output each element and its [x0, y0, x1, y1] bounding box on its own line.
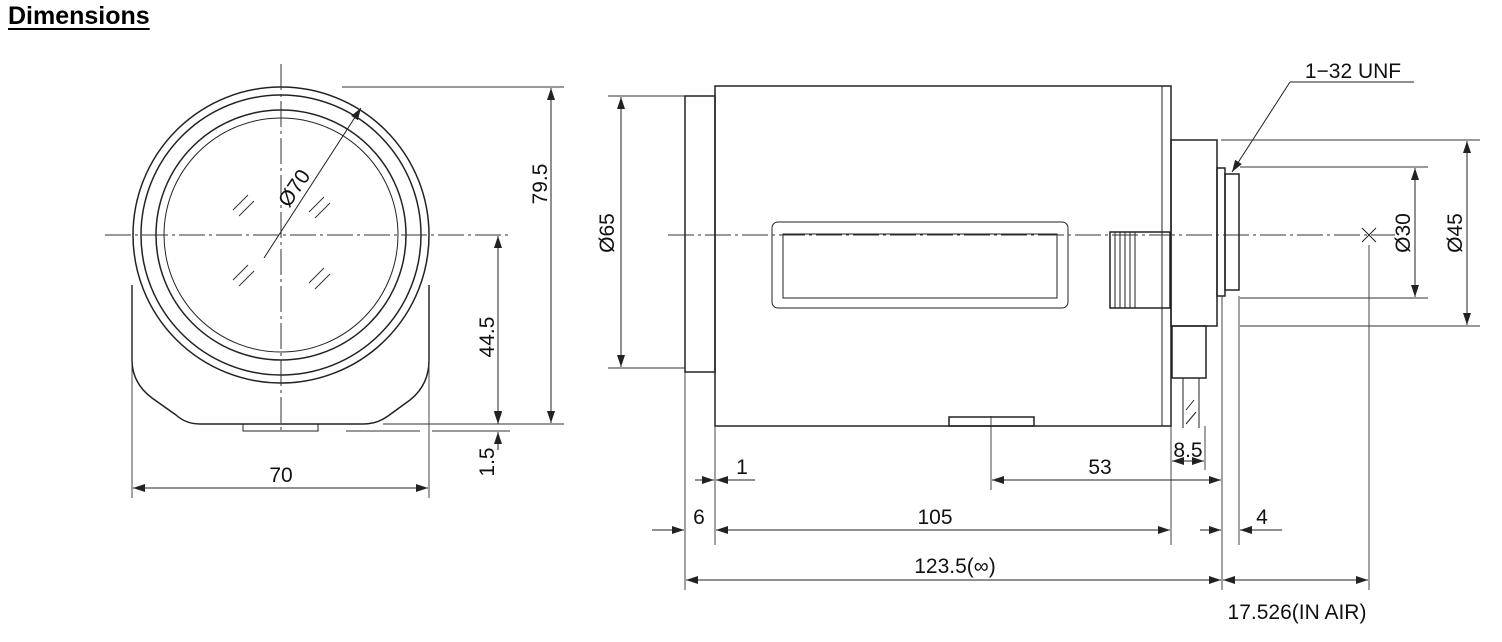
dim-53-label: 53: [1088, 456, 1111, 479]
side-view-outline: [684, 85, 1240, 428]
height-total-label: 79.5: [529, 164, 552, 205]
dim-1-label: 1: [736, 456, 748, 479]
height-center-label: 44.5: [476, 317, 499, 358]
mount-diameter-label: Ø30: [1392, 213, 1415, 253]
front-center-lines: [105, 64, 512, 432]
foot-offset-label: 1.5: [476, 447, 499, 476]
dim-6-label: 6: [693, 506, 705, 529]
side-front-diameter-label: Ø65: [596, 213, 619, 253]
front-view: Ø70 79.5 44.5 1.5 70: [105, 64, 564, 498]
dim-123-5-label: 123.5(∞): [914, 555, 996, 578]
thread-leader: [1231, 81, 1291, 173]
flange-diameter-label: Ø45: [1444, 213, 1467, 253]
width-label: 70: [269, 464, 292, 487]
side-view: Ø65 1−32 UNF Ø30 Ø45 1 53 8.5: [596, 60, 1480, 624]
dim-105-label: 105: [917, 506, 952, 529]
dim-4-label: 4: [1256, 506, 1268, 529]
page-title: Dimensions: [8, 2, 150, 30]
front-diameter-leader: [263, 107, 362, 259]
dim-8-5-label: 8.5: [1173, 439, 1202, 462]
focal-point-mark: [1361, 227, 1377, 243]
thread-label: 1−32 UNF: [1305, 60, 1401, 83]
lens-glass-hatch: [232, 194, 331, 290]
flange-back-label: 17.526(IN AIR): [1228, 601, 1367, 624]
